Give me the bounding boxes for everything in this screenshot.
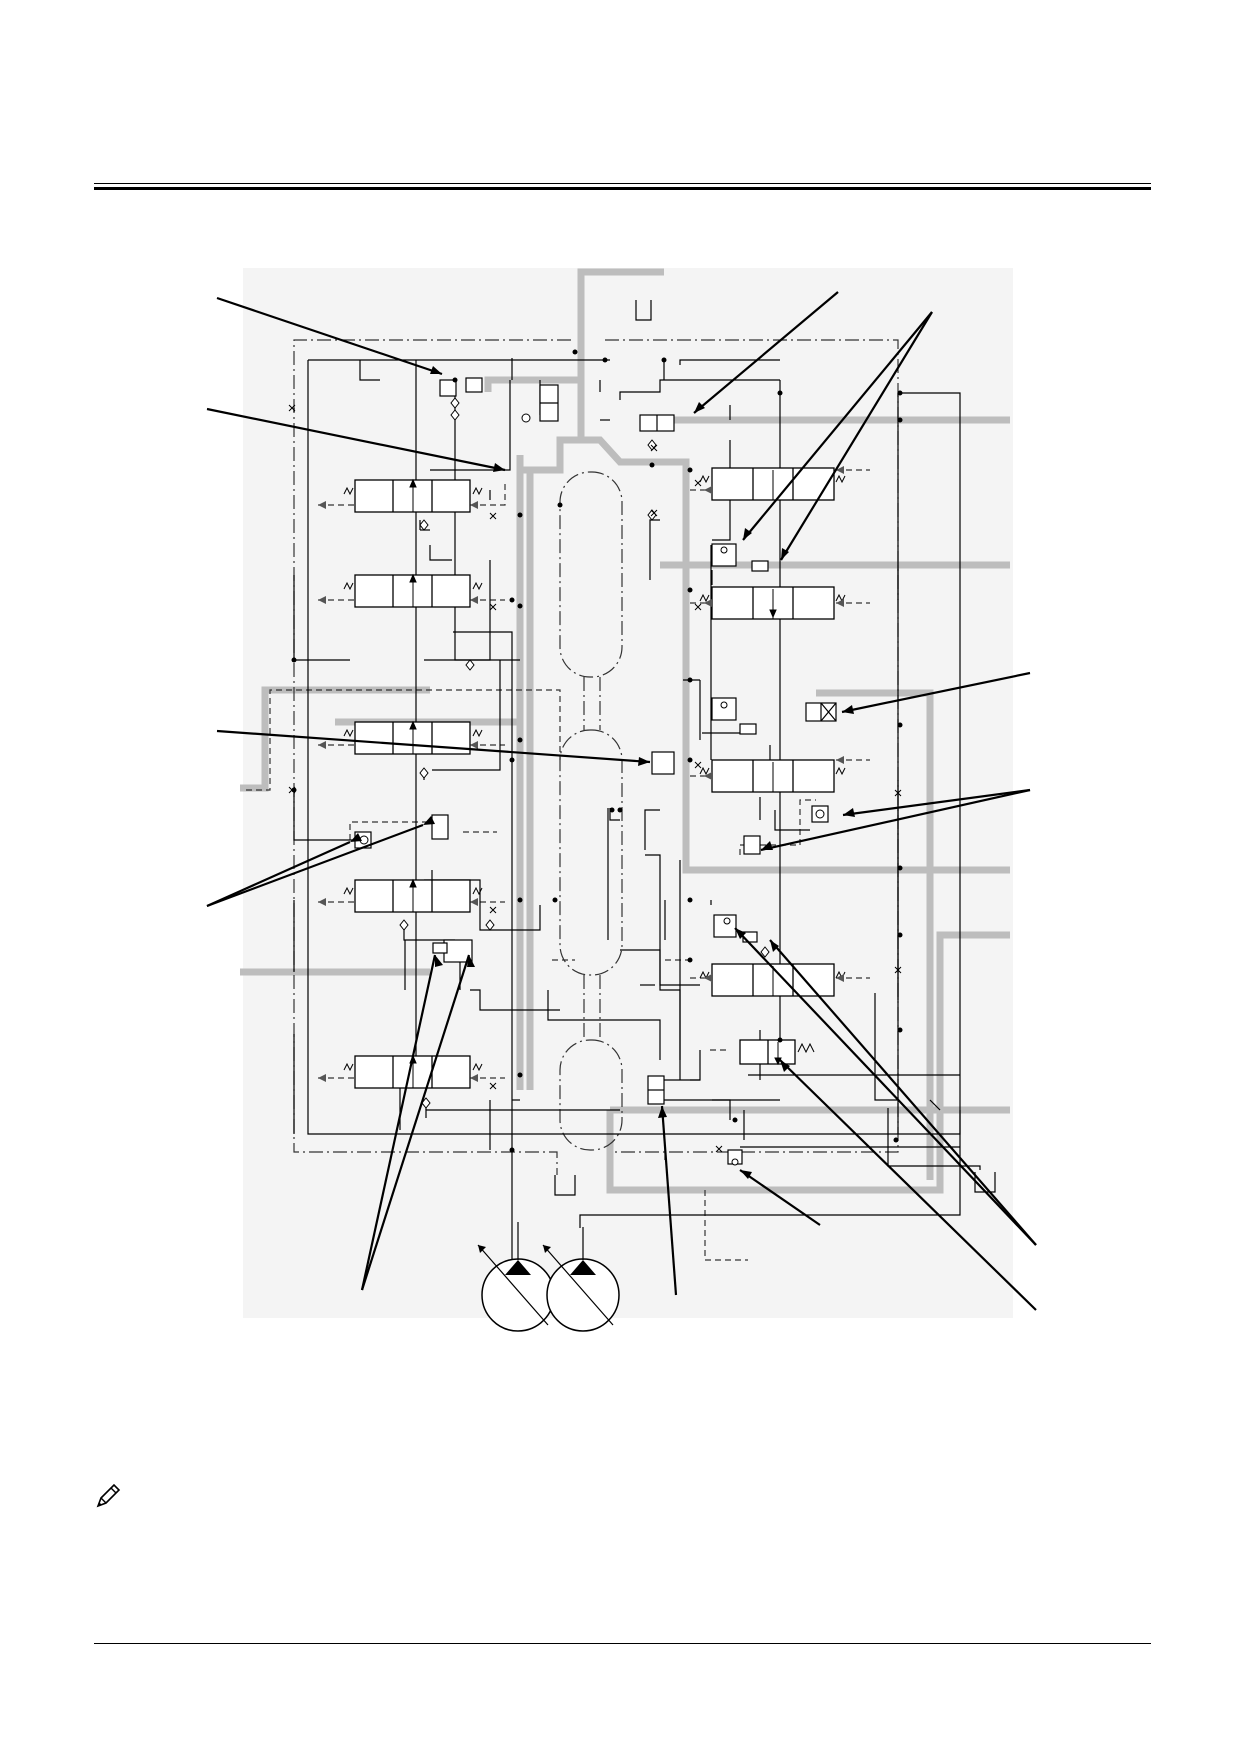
- pressure-switch-right: [743, 835, 761, 855]
- connection-lines: [293, 358, 981, 1260]
- check-valve-circles: [359, 413, 825, 1166]
- logic-valve-right: [711, 543, 737, 567]
- junction-dots: [291, 349, 903, 1153]
- switching-valve-center: [651, 751, 675, 775]
- callout-arrowheads: [350, 366, 855, 1179]
- check-diamonds: [399, 397, 770, 1109]
- footer-rule: [94, 1643, 1151, 1644]
- callout-leaders: [206, 291, 1037, 1311]
- pump-icon: [542, 1227, 620, 1332]
- boundary-lines: [293, 339, 899, 1175]
- check-valve-right-lower: [713, 914, 737, 938]
- relief-valve-top: [439, 379, 457, 397]
- relief-valve-left: [431, 814, 449, 840]
- header-rule-thin: [94, 183, 1151, 184]
- pump-icon: [477, 1222, 555, 1332]
- spring-symbols: [343, 474, 846, 1072]
- pilot-arrowheads: [318, 466, 844, 1082]
- logic-valve-right-2: [711, 697, 737, 721]
- plug-marks: [288, 404, 902, 1153]
- header-rule-thick: [94, 187, 1151, 190]
- note-pencil-icon: [96, 1483, 121, 1508]
